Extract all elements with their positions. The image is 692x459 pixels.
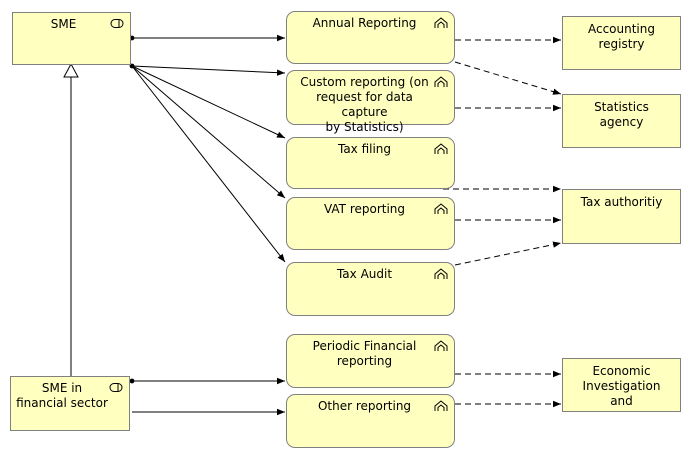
actor-sme-label: SME xyxy=(50,17,77,31)
agency-accounting-registry[interactable]: Accounting registry xyxy=(562,16,681,70)
business-service-icon xyxy=(434,340,448,351)
agency-economic-investigation[interactable]: Economic Investigation and xyxy=(562,358,681,412)
service-other-reporting[interactable]: Other reporting xyxy=(286,394,455,448)
service-tax-filing-label: Tax filing xyxy=(337,142,392,156)
serving-edge-sme-vat xyxy=(131,65,286,199)
agency-statistics-label: Statistics agency xyxy=(594,100,649,129)
agency-accounting-registry-label: Accounting registry xyxy=(587,22,655,51)
flow-edge-audit-tax xyxy=(454,241,562,266)
business-service-icon xyxy=(434,400,448,411)
agency-tax-authority[interactable]: Tax authoritiy xyxy=(562,189,681,244)
serving-edge-sme-custom xyxy=(129,63,286,76)
service-tax-audit[interactable]: Tax Audit xyxy=(286,262,455,316)
business-service-icon xyxy=(434,143,448,154)
service-tax-filing[interactable]: Tax filing xyxy=(286,137,455,189)
agency-economic-investigation-label: Economic Investigation and xyxy=(582,364,661,408)
specialization-arrowhead xyxy=(63,62,79,78)
service-custom-reporting-label: Custom reporting (on request for data ca… xyxy=(300,75,429,134)
service-annual-reporting-label: Annual Reporting xyxy=(312,16,417,30)
service-periodic-financial-reporting[interactable]: Periodic Financial reporting xyxy=(286,334,455,388)
agency-statistics[interactable]: Statistics agency xyxy=(562,94,681,148)
service-tax-audit-label: Tax Audit xyxy=(336,267,393,281)
service-custom-reporting[interactable]: Custom reporting (on request for data ca… xyxy=(286,70,455,134)
business-service-icon xyxy=(434,203,448,214)
actor-role-icon xyxy=(109,382,123,393)
flow-edge-annual-statistics xyxy=(454,61,562,95)
business-service-icon xyxy=(434,268,448,279)
service-periodic-financial-label: Periodic Financial reporting xyxy=(312,339,417,368)
business-service-icon xyxy=(434,76,448,87)
actor-sme-financial-label: SME in financial sector xyxy=(16,381,108,410)
serving-edge-sme-taxfiling xyxy=(131,65,286,139)
service-annual-reporting[interactable]: Annual Reporting xyxy=(286,11,455,64)
business-service-icon xyxy=(434,17,448,28)
service-vat-reporting-label: VAT reporting xyxy=(323,202,406,216)
actor-sme-financial[interactable]: SME in financial sector xyxy=(10,376,130,431)
service-vat-reporting[interactable]: VAT reporting xyxy=(286,197,455,250)
agency-tax-authority-label: Tax authoritiy xyxy=(580,195,663,209)
actor-role-icon xyxy=(110,18,124,29)
service-other-reporting-label: Other reporting xyxy=(317,399,412,413)
actor-sme[interactable]: SME xyxy=(12,12,131,65)
serving-edge-sme-audit xyxy=(131,65,286,263)
